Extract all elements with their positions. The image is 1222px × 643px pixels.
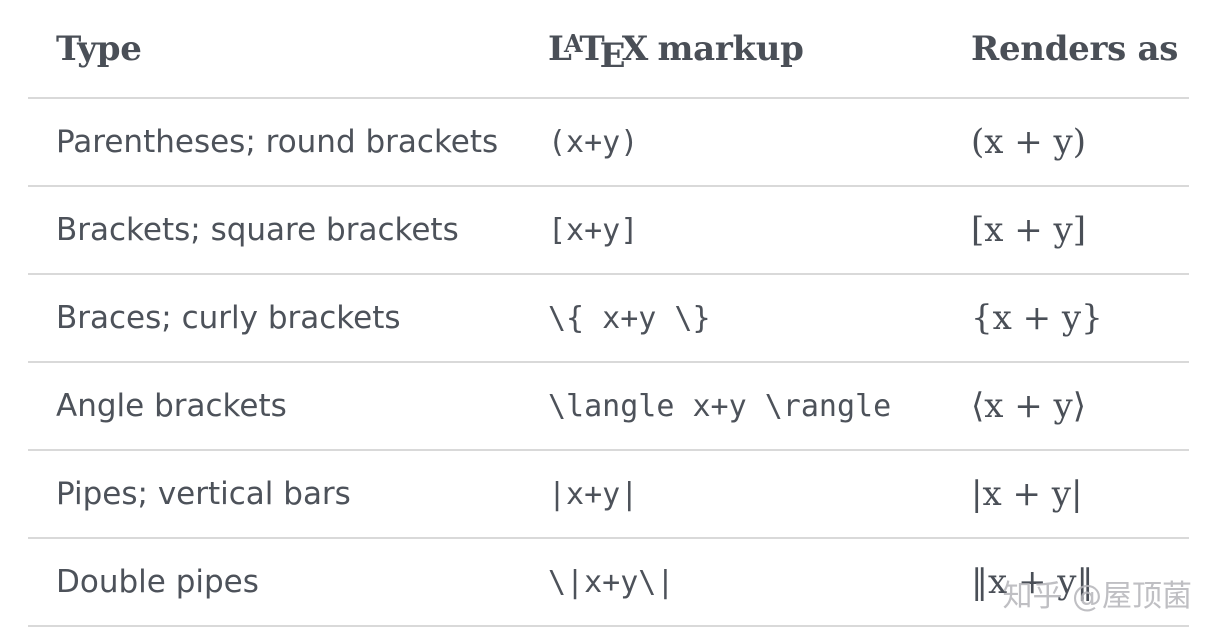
render-cell: |x + y| <box>971 474 1083 514</box>
render-cell: (x + y) <box>971 122 1087 162</box>
render-cell: {x + y} <box>971 298 1103 338</box>
latex-logo-a: A <box>564 29 583 58</box>
type-cell: Braces; curly brackets <box>56 300 401 336</box>
table-row: Double pipes \|x+y\| ‖x + y‖ <box>28 539 1189 627</box>
type-cell: Angle brackets <box>56 388 287 424</box>
type-cell: Parentheses; round brackets <box>56 124 499 160</box>
header-type: Type <box>56 28 142 69</box>
table-row: Brackets; square brackets [x+y] [x + y] <box>28 187 1189 275</box>
type-cell: Pipes; vertical bars <box>56 476 351 512</box>
watermark: 知乎 @屋顶菌 <box>1002 579 1192 614</box>
markup-cell: \langle x+y \rangle <box>548 388 892 424</box>
latex-logo-e: E <box>599 35 626 76</box>
render-cell: [x + y] <box>971 210 1087 250</box>
table-row: Parentheses; round brackets (x+y) (x + y… <box>28 99 1189 187</box>
markup-cell: |x+y| <box>548 476 639 512</box>
latex-logo-t: T <box>579 28 605 69</box>
latex-logo-x: X <box>621 28 648 69</box>
render-cell: ‖x + y‖ <box>971 562 1094 602</box>
markup-cell: [x+y] <box>548 212 639 248</box>
type-cell: Double pipes <box>56 564 259 600</box>
markup-cell: \{ x+y \} <box>548 300 711 336</box>
latex-logo-l: L <box>548 28 572 69</box>
table-row: Pipes; vertical bars |x+y| |x + y| <box>28 451 1189 539</box>
table-row: Braces; curly brackets \{ x+y \} {x + y} <box>28 275 1189 363</box>
render-cell: ⟨x + y⟩ <box>971 386 1087 426</box>
type-cell: Brackets; square brackets <box>56 212 459 248</box>
markup-cell: \|x+y\| <box>548 564 675 600</box>
header-markup-label: markup <box>657 28 804 69</box>
markup-cell: (x+y) <box>548 124 639 160</box>
table-row: Angle brackets \langle x+y \rangle ⟨x + … <box>28 363 1189 451</box>
header-renders: Renders as <box>971 28 1179 69</box>
